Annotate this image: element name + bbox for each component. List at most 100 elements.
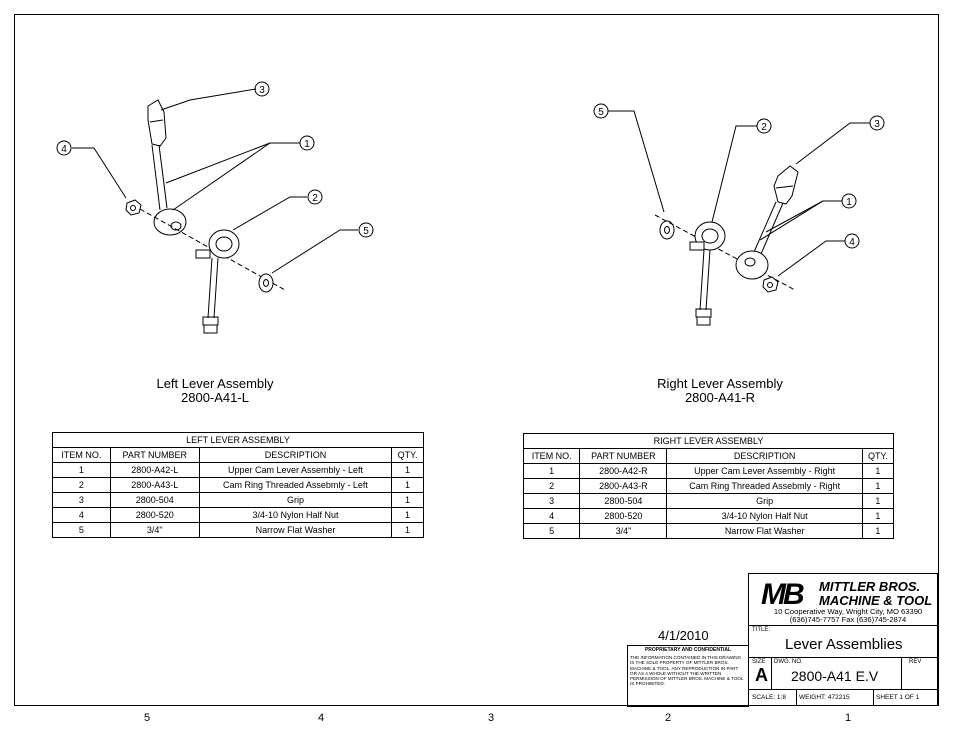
bom-cell: 3 [52, 492, 111, 508]
bom-cell: 3/4" [579, 523, 668, 539]
bom-title: LEFT LEVER ASSEMBLY [52, 432, 424, 448]
size-label: SIZE [752, 659, 766, 665]
company-name-line1: MITTLER BROS. [819, 579, 921, 594]
bom-cell: 1 [861, 523, 895, 539]
callout-3-right: 3 [874, 119, 880, 130]
table-row: 4 2800-520 3/4-10 Nylon Half Nut 1 [522, 508, 895, 524]
right-assembly-number: 2800-A41-R [684, 390, 756, 405]
company-address: 10 Cooperative Way, Wright City, MO 6339… [757, 608, 939, 624]
bom-cell: Narrow Flat Washer [666, 523, 863, 539]
bom-header: QTY. [391, 447, 424, 463]
weight: WEIGHT: 472215 [799, 694, 850, 701]
callout-5-left: 5 [363, 226, 369, 237]
table-row: 2 2800-A43-R Cam Ring Threaded Assebmly … [522, 478, 895, 494]
left-bom-table: LEFT LEVER ASSEMBLY ITEM NO. PART NUMBER… [52, 432, 424, 538]
bom-cell: 2800-A42-L [109, 462, 200, 478]
bom-cell: 1 [391, 492, 424, 508]
title-block: MB MITTLER BROS. MACHINE & TOOL 10 Coope… [748, 573, 938, 706]
bom-cell: 1 [391, 462, 424, 478]
bom-cell: 2800-504 [109, 492, 200, 508]
bom-cell: Cam Ring Threaded Assebmly - Right [666, 478, 863, 494]
bom-cell: 2800-A43-R [579, 478, 668, 494]
drawing-title: Lever Assemblies [785, 636, 903, 653]
bom-cell: 5 [52, 522, 111, 538]
left-assembly-name: Left Lever Assembly [156, 376, 274, 391]
proprietary-notice: PROPRIETARY AND CONFIDENTIAL THE INFORMA… [627, 645, 749, 707]
right-bom-table: RIGHT LEVER ASSEMBLY ITEM NO. PART NUMBE… [522, 433, 895, 539]
proprietary-body: THE INFORMATION CONTAINED IN THIS DRAWIN… [630, 655, 744, 687]
bom-cell: 4 [522, 508, 581, 524]
logo-mark: MB [761, 578, 805, 611]
bom-cell: 5 [522, 523, 581, 539]
table-row: 1 2800-A42-L Upper Cam Lever Assembly - … [52, 462, 424, 478]
bom-cell: 1 [522, 463, 581, 479]
bom-cell: Upper Cam Lever Assembly - Right [666, 463, 863, 479]
phone-line: (636)745-7757 Fax (636)745-2874 [789, 615, 907, 624]
bom-cell: 2800-A43-L [109, 477, 200, 493]
callout-5-right: 5 [598, 107, 604, 118]
table-row: 5 3/4" Narrow Flat Washer 1 [52, 522, 424, 538]
bom-cell: 1 [52, 462, 111, 478]
bom-cell: 1 [861, 493, 895, 509]
callout-4-right: 4 [849, 237, 855, 248]
bom-cell: 2800-A42-R [579, 463, 668, 479]
right-assembly-caption: Right Lever Assembly 2800-A41-R [620, 377, 820, 405]
table-row: 4 2800-520 3/4-10 Nylon Half Nut 1 [52, 507, 424, 523]
bom-cell: 1 [861, 463, 895, 479]
right-assembly-drawing [593, 103, 885, 326]
bom-cell: 3/4" [109, 522, 200, 538]
zone-label: 2 [665, 712, 672, 724]
bom-title: RIGHT LEVER ASSEMBLY [523, 433, 894, 449]
table-row: 3 2800-504 Grip 1 [52, 492, 424, 508]
callout-3-left: 3 [259, 85, 265, 96]
rev-label: REV [909, 659, 922, 665]
bom-cell: Cam Ring Threaded Assebmly - Left [198, 477, 393, 493]
bom-header: DESCRIPTION [198, 447, 393, 463]
bom-cell: Upper Cam Lever Assembly - Left [198, 462, 393, 478]
zone-label: 4 [318, 712, 325, 724]
callout-2-right: 2 [761, 122, 767, 133]
callout-1-right: 1 [846, 197, 852, 208]
bom-cell: 2800-504 [579, 493, 668, 509]
bom-header: PART NUMBER [109, 447, 200, 463]
bom-header: PART NUMBER [579, 448, 668, 464]
company-name-line2: MACHINE & TOOL [819, 593, 933, 608]
bom-cell: 1 [391, 507, 424, 523]
callout-4-left: 4 [61, 144, 67, 155]
bom-cell: 4 [52, 507, 111, 523]
table-row: 1 2800-A42-R Upper Cam Lever Assembly - … [522, 463, 895, 479]
sheet-size: A [755, 665, 768, 685]
bom-cell: 1 [861, 478, 895, 494]
table-row: 2 2800-A43-L Cam Ring Threaded Assebmly … [52, 477, 424, 493]
title-label: TITLE: [752, 627, 771, 633]
drawing-border [14, 14, 939, 706]
bom-cell: 1 [391, 522, 424, 538]
bom-header: QTY. [861, 448, 895, 464]
bom-cell: 2 [522, 478, 581, 494]
bom-cell: 2 [52, 477, 111, 493]
bom-cell: 2800-520 [579, 508, 668, 524]
bom-header: ITEM NO. [522, 448, 581, 464]
company-logo: MB MITTLER BROS. MACHINE & TOOL [751, 576, 937, 616]
dwg-no-label: DWG. NO. [774, 659, 803, 665]
drawing-number: 2800-A41 E.V [791, 668, 879, 684]
bom-header: DESCRIPTION [666, 448, 863, 464]
zone-label: 5 [144, 712, 151, 724]
bom-header: ITEM NO. [52, 447, 111, 463]
table-row: 3 2800-504 Grip 1 [522, 493, 895, 509]
callout-2-left: 2 [312, 193, 318, 204]
bom-cell: 1 [391, 477, 424, 493]
bom-cell: 3/4-10 Nylon Half Nut [666, 508, 863, 524]
bom-cell: 3/4-10 Nylon Half Nut [198, 507, 393, 523]
drawing-date: 4/1/2010 [658, 628, 709, 643]
bom-cell: 2800-520 [109, 507, 200, 523]
callout-1-left: 1 [304, 139, 310, 150]
bom-cell: 1 [861, 508, 895, 524]
right-assembly-name: Right Lever Assembly [657, 376, 783, 391]
proprietary-heading: PROPRIETARY AND CONFIDENTIAL [644, 647, 732, 653]
address-line: 10 Cooperative Way, Wright City, MO 6339… [773, 607, 923, 616]
bom-cell: Narrow Flat Washer [198, 522, 393, 538]
zone-label: 1 [845, 712, 852, 724]
zone-label: 3 [488, 712, 495, 724]
